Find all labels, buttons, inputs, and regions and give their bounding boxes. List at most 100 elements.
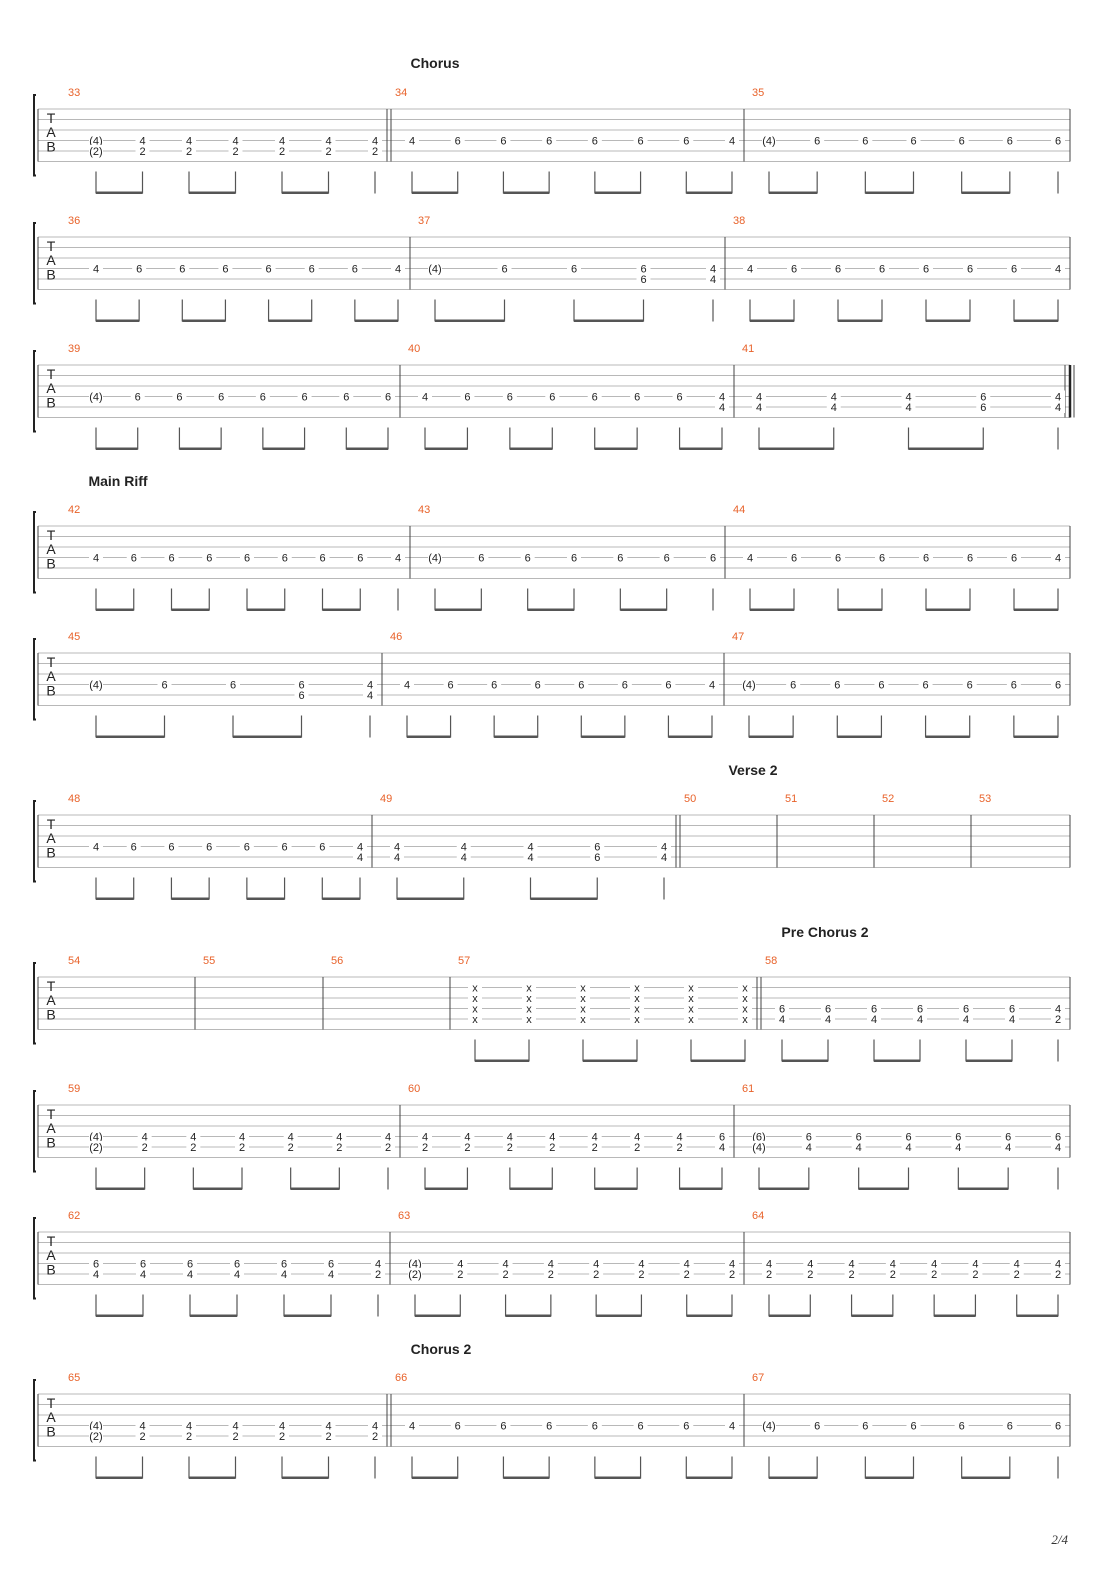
fret-background (235, 1130, 249, 1143)
fret-number: x (472, 1004, 478, 1016)
staff-system: TAB626464646464644263(4)(2)4242424242424… (33, 1210, 1071, 1317)
note-beam (233, 735, 302, 738)
fret-background (228, 145, 243, 157)
fret-number: 6 (260, 392, 266, 404)
fret-number: 4 (766, 1259, 772, 1271)
fret-background (523, 851, 538, 863)
tab-clef-letter: B (46, 394, 55, 410)
fret-number: 4 (461, 852, 467, 864)
fret-number: 4 (779, 1014, 785, 1026)
fret-number: (6) (752, 1132, 765, 1144)
fret-background (590, 840, 605, 853)
fret-number: 4 (186, 136, 192, 148)
fret-number: 6 (677, 392, 683, 404)
fret-background (633, 1419, 648, 1432)
fret-background (353, 551, 368, 564)
note-beam (246, 897, 285, 900)
system-bracket (33, 350, 36, 433)
fret-background (353, 840, 367, 853)
fret-background (725, 1268, 739, 1280)
fret-number: 6 (1007, 136, 1013, 148)
fret-background (89, 1268, 103, 1280)
note-beam (1016, 1314, 1058, 1317)
fret-number: 4 (93, 264, 99, 276)
fret-number: 6 (879, 264, 885, 276)
fret-number: x (688, 1004, 694, 1016)
fret-number: 6 (319, 842, 325, 854)
measure-number: 55 (203, 955, 215, 967)
tab-clef-letter: B (46, 266, 55, 282)
tab-clef-letter: B (46, 1423, 55, 1439)
fret-background (135, 1430, 150, 1442)
fret-number: 4 (756, 392, 762, 404)
fret-number: 4 (234, 1269, 240, 1281)
measure-number: 54 (68, 955, 80, 967)
note-beam (322, 897, 360, 900)
tab-clef-letter: T (47, 238, 56, 254)
fret-number: 6 (967, 553, 973, 565)
fret-background (294, 678, 309, 691)
fret-number: 4 (831, 392, 837, 404)
fret-number: 6 (549, 392, 555, 404)
fret-number: 6 (622, 680, 628, 692)
fret-background (235, 1141, 249, 1153)
note-beam (908, 447, 984, 450)
measure-number: 58 (765, 955, 777, 967)
fret-background (1051, 134, 1065, 147)
fret-number: 6 (791, 264, 797, 276)
fret-number: 6 (352, 264, 358, 276)
fret-background (408, 1257, 422, 1270)
fret-background (487, 678, 502, 691)
fret-number: (2) (89, 1142, 102, 1154)
note-beam (190, 1314, 237, 1317)
fret-background (453, 1268, 468, 1280)
fret-number: 4 (747, 553, 753, 565)
fret-number: 4 (1055, 1004, 1061, 1016)
fret-background (576, 1002, 590, 1015)
fret-number: 2 (684, 1269, 690, 1281)
fret-number: 6 (282, 842, 288, 854)
measure-number: 43 (418, 504, 430, 516)
fret-background (130, 390, 145, 403)
section-label: Chorus (411, 55, 460, 71)
fret-number: 6 (176, 392, 182, 404)
fret-background (587, 134, 602, 147)
fret-background (332, 1141, 347, 1153)
note-beam (475, 1059, 529, 1062)
fret-background (164, 551, 179, 564)
fret-background (913, 1002, 927, 1015)
fret-background (705, 678, 719, 691)
fret-background (136, 1257, 150, 1270)
measure-number: 64 (752, 1210, 764, 1222)
fret-number: 6 (131, 842, 137, 854)
fret-background (968, 1257, 983, 1270)
fret-number: 4 (719, 1142, 725, 1154)
fret-number: x (526, 1014, 532, 1026)
note-beam (96, 1187, 145, 1190)
fret-background (901, 390, 916, 403)
fret-number: 6 (535, 680, 541, 692)
tab-clef-letter: T (47, 1106, 56, 1122)
fret-background (450, 1419, 465, 1432)
fret-number: x (580, 993, 586, 1005)
fret-number: 4 (461, 842, 467, 854)
measure-number: 38 (733, 215, 745, 227)
fret-number: 6 (136, 264, 142, 276)
measure-number: 34 (395, 87, 407, 99)
fret-number: (2) (408, 1269, 421, 1281)
fret-background (968, 1268, 983, 1280)
fret-number: 6 (910, 136, 916, 148)
fret-background (460, 1141, 475, 1153)
fret-number: 6 (1007, 1421, 1013, 1433)
fret-background (368, 145, 382, 157)
fret-number: (4) (742, 680, 755, 692)
measure-number: 35 (752, 87, 764, 99)
fret-number: x (688, 993, 694, 1005)
note-beam (966, 1059, 1012, 1062)
fret-number: 2 (890, 1269, 896, 1281)
note-beam (750, 319, 794, 322)
fret-number: x (634, 1014, 640, 1026)
fret-background (587, 1141, 602, 1153)
note-beam (96, 897, 134, 900)
note-beam (865, 1476, 914, 1479)
